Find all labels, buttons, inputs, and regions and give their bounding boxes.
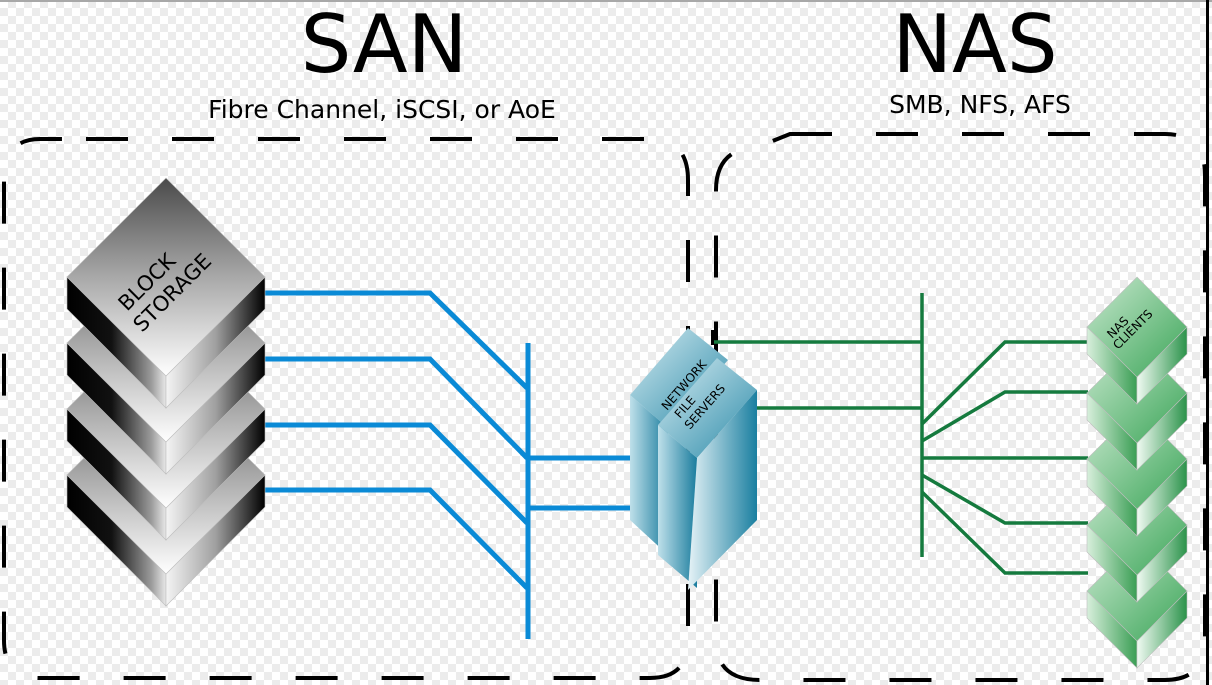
nas-clients-stack (1086, 276, 1188, 669)
san-subtitle: Fibre Channel, iSCSI, or AoE (208, 95, 556, 124)
server-2-front (688, 390, 757, 590)
block-storage-stack (66, 177, 266, 607)
nas-region-border (714, 132, 1207, 682)
san-fabric (262, 290, 676, 639)
nas-client-link-4 (921, 473, 1088, 525)
nas-client-unit-1 (1086, 276, 1188, 405)
block-storage-top-face (66, 177, 266, 377)
nas-client-link-1 (920, 340, 1088, 426)
san-link-3 (262, 422, 529, 525)
nas-title: NAS (892, 0, 1057, 91)
san-title: SAN (301, 0, 468, 91)
nas-client-top-face (1086, 276, 1188, 378)
network-file-servers (630, 328, 757, 590)
san-link-2 (262, 356, 529, 460)
san-region-border (1, 137, 690, 680)
right-border (1206, 0, 1209, 685)
server-2-left (658, 425, 697, 588)
top-border (0, 0, 1212, 2)
server-1-top (630, 328, 728, 428)
san-link-1 (262, 290, 529, 390)
nas-subtitle: SMB, NFS, AFS (889, 90, 1071, 119)
block-storage-unit-1 (66, 177, 266, 409)
nas-client-link-5 (920, 490, 1088, 575)
san-link-4 (262, 487, 529, 590)
server-2-top (658, 358, 757, 458)
nas-client-link-2 (921, 390, 1088, 443)
nas-network (714, 293, 1088, 575)
